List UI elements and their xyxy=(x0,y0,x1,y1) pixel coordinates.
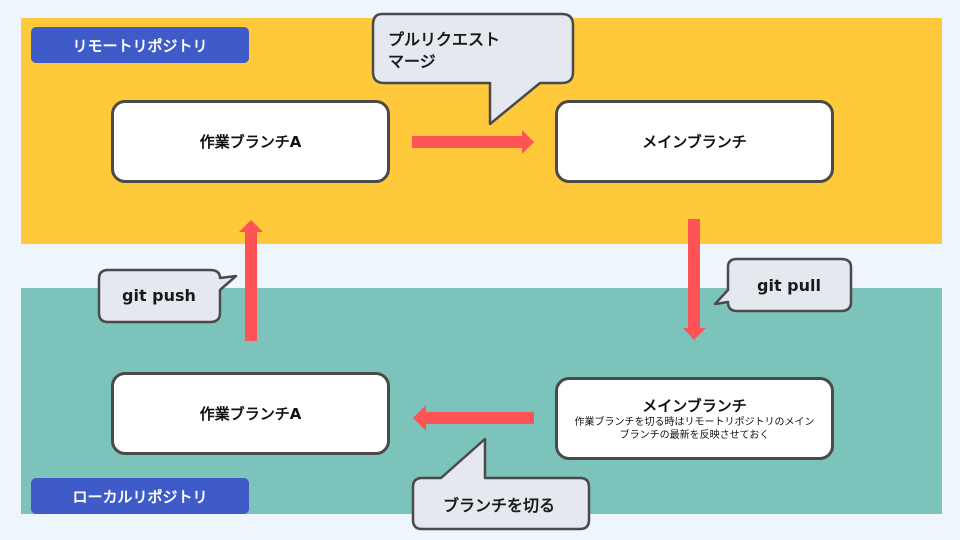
node-title: メインブランチ xyxy=(642,397,747,415)
pull-request-callout-text-line1: プルリクエスト xyxy=(388,30,501,49)
node-title: 作業ブランチA xyxy=(199,133,302,151)
remote-repository-label: リモートリポジトリ xyxy=(31,27,249,63)
git-pull-callout-text: git pull xyxy=(757,276,821,295)
local-main-branch-node[interactable]: メインブランチ 作業ブランチを切る時はリモートリポジトリのメイン ブランチの最新… xyxy=(555,377,834,460)
node-description-line2: ブランチの最新を反映させておく xyxy=(619,430,770,441)
pull-request-callout xyxy=(371,12,575,126)
local-work-branch-node[interactable]: 作業ブランチA xyxy=(111,372,390,455)
remote-work-branch-node[interactable]: 作業ブランチA xyxy=(111,100,390,183)
branch-arrow xyxy=(413,405,534,431)
git-push-callout xyxy=(97,268,238,324)
node-description-line1: 作業ブランチを切る時はリモートリポジトリのメイン xyxy=(574,417,815,428)
node-title: メインブランチ xyxy=(642,133,747,151)
create-branch-callout-text: ブランチを切る xyxy=(443,496,556,515)
merge-arrow xyxy=(412,130,534,154)
git-pull-callout xyxy=(713,257,853,313)
create-branch-callout xyxy=(411,437,591,531)
pull-arrow xyxy=(683,219,706,340)
remote-main-branch-node[interactable]: メインブランチ xyxy=(555,100,834,183)
git-push-callout-text: git push xyxy=(122,286,196,305)
local-repository-label: ローカルリポジトリ xyxy=(31,478,249,514)
pull-request-callout-text-line2: マージ xyxy=(388,52,436,71)
push-arrow xyxy=(239,220,263,341)
node-title: 作業ブランチA xyxy=(199,405,302,423)
